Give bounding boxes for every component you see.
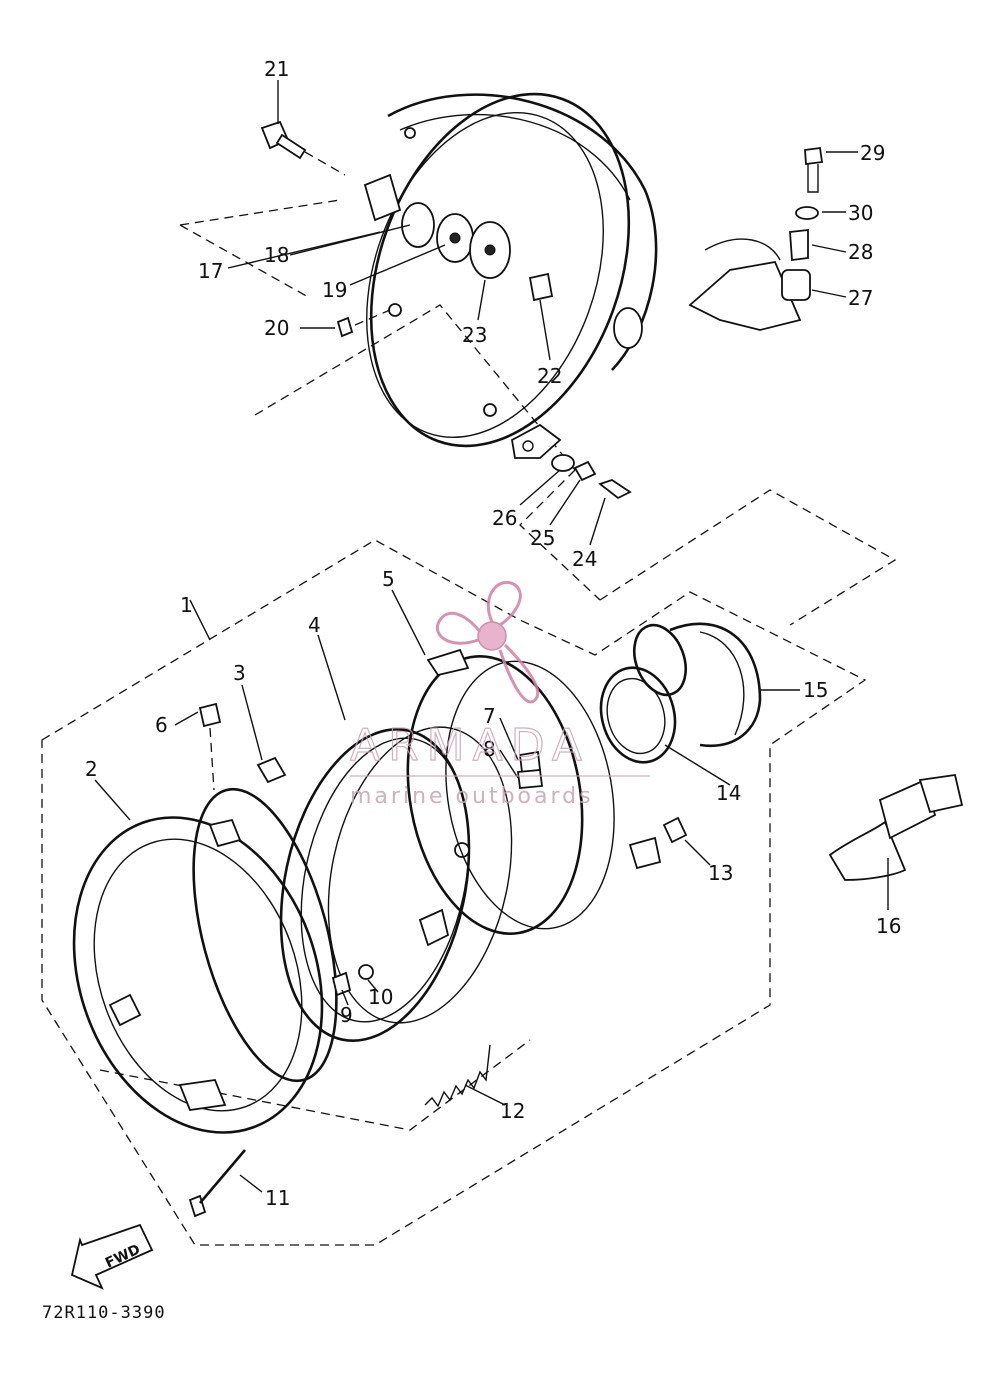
callout-6: 6: [155, 713, 168, 737]
callout-12: 12: [500, 1099, 525, 1123]
callout-22: 22: [537, 364, 562, 388]
callout-5: 5: [382, 567, 395, 591]
callout-16: 16: [876, 914, 901, 938]
callout-1: 1: [180, 593, 193, 617]
callout-29: 29: [860, 141, 885, 165]
callout-11: 11: [265, 1186, 290, 1210]
callout-23: 23: [462, 323, 487, 347]
propeller-logo-icon: [436, 581, 540, 704]
callout-2: 2: [85, 757, 98, 781]
callout-19: 19: [322, 278, 347, 302]
callout-8: 8: [483, 737, 496, 761]
drawing-code: 72R110-3390: [42, 1303, 166, 1323]
callout-21: 21: [264, 57, 289, 81]
callout-26: 26: [492, 506, 517, 530]
callout-25: 25: [530, 526, 555, 550]
callout-18: 18: [264, 243, 289, 267]
callout-20: 20: [264, 316, 289, 340]
callout-27: 27: [848, 286, 873, 310]
fwd-arrow: [70, 1223, 154, 1290]
callout-7: 7: [483, 704, 496, 728]
callout-4: 4: [308, 613, 321, 637]
callout-30: 30: [848, 201, 873, 225]
callout-10: 10: [368, 985, 393, 1009]
callout-24: 24: [572, 547, 597, 571]
callout-3: 3: [233, 661, 246, 685]
armada-watermark: ARMADA marine outboards: [349, 581, 650, 809]
callout-28: 28: [848, 240, 873, 264]
callout-17: 17: [198, 259, 223, 283]
headlight-unit-assembly: [41, 539, 964, 1290]
watermark-title: ARMADA: [350, 720, 590, 771]
callout-14: 14: [716, 781, 741, 805]
watermark-subtitle: marine outboards: [350, 784, 594, 809]
callout-13: 13: [708, 861, 733, 885]
headlight-case-assembly: [179, 80, 897, 626]
part-callouts: 1 2 3 4 5 6 7 8 9 10 11 12 13 14 15 16 1…: [85, 57, 901, 1210]
callout-9: 9: [340, 1003, 353, 1027]
callout-15: 15: [803, 678, 828, 702]
